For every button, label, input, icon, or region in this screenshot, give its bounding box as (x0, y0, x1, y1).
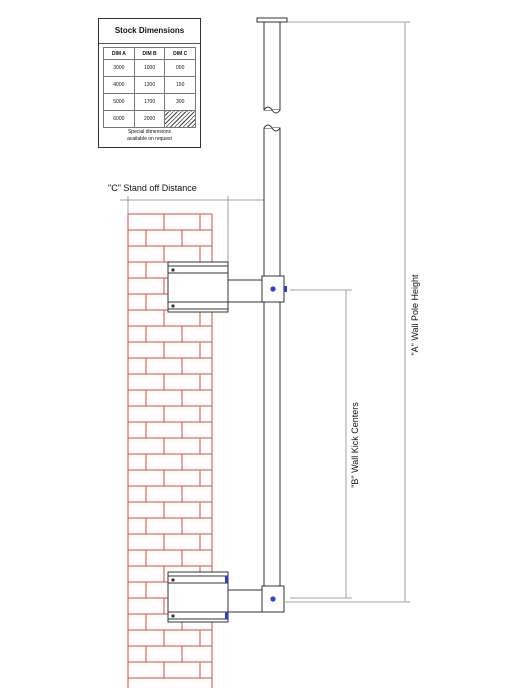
stock-note: Special dimensions available on request (99, 129, 200, 143)
pole-lower-section (263, 127, 281, 603)
upper-bolt (270, 286, 276, 292)
stock-row: 5000 1700 300 (103, 93, 196, 111)
wall-kick-centers-label: "B" Wall Kick Centers (350, 402, 360, 488)
cell-dim-b: 1700 (133, 93, 166, 111)
cell-dim-a: 3000 (103, 59, 135, 77)
upper-bracket-bottom-arm (167, 301, 229, 310)
stock-table-title: Stock Dimensions (99, 19, 200, 44)
pole-break-lower (263, 124, 281, 132)
stock-row: 6000 2000 (103, 110, 196, 128)
stock-row: 3000 1000 000 (103, 59, 196, 77)
wall-pole (256, 17, 288, 603)
cell-dim-a: 5000 (103, 93, 135, 111)
cell-dim-b: 2000 (133, 110, 166, 128)
pole-upper-section (263, 21, 281, 111)
upper-kick-arm (227, 279, 265, 303)
cell-dim-b: 1000 (133, 59, 166, 77)
stock-header-row: DIM A DIM B DIM C (103, 47, 196, 60)
header-dim-a: DIM A (103, 47, 135, 60)
upper-wall-kick (167, 261, 287, 313)
stock-note-line1: Special dimensions (127, 129, 172, 135)
lower-wall-kick (167, 571, 285, 623)
stock-row: 4000 1300 150 (103, 76, 196, 94)
dimension-lines (120, 21, 410, 603)
upper-side-bolt (284, 286, 287, 292)
header-dim-c: DIM C (164, 47, 196, 60)
cell-dim-c-hatched (164, 110, 196, 128)
pole-top-cap (256, 17, 288, 23)
cell-dim-a: 4000 (103, 76, 135, 94)
stock-note-line2: available on request (127, 136, 172, 142)
stock-grid: DIM A DIM B DIM C 3000 1000 000 4000 130… (103, 47, 196, 128)
lower-side-bolt-bottom (225, 612, 228, 619)
upper-fixing-top (171, 268, 175, 272)
pole-break-upper (263, 106, 281, 114)
lower-kick-arm (227, 589, 265, 613)
lower-side-bolt-top (225, 576, 228, 583)
header-dim-b: DIM B (133, 47, 166, 60)
cell-dim-a: 6000 (103, 110, 135, 128)
cell-dim-c: 000 (164, 59, 196, 77)
lower-bolt (270, 596, 276, 602)
lower-fixing-bottom (171, 614, 175, 618)
upper-fixing-bottom (171, 304, 175, 308)
lower-bracket-bottom-arm (167, 611, 229, 620)
lower-bracket-top-arm (167, 575, 229, 584)
stock-dimensions-table: Stock Dimensions DIM A DIM B DIM C 3000 … (98, 18, 201, 148)
upper-bracket-top-arm (167, 265, 229, 274)
stand-off-distance-label: "C" Stand off Distance (108, 183, 197, 193)
cell-dim-b: 1300 (133, 76, 166, 94)
wall-pole-height-label: "A" Wall Pole Height (410, 274, 420, 356)
lower-fixing-top (171, 578, 175, 582)
cell-dim-c: 150 (164, 76, 196, 94)
cell-dim-c: 300 (164, 93, 196, 111)
